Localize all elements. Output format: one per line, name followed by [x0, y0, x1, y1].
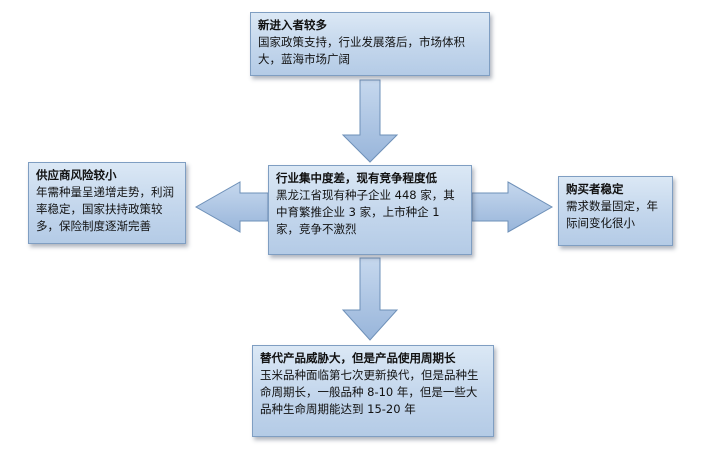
new-entrants-box: 新进入者较多 国家政策支持，行业发展落后，市场体积大，蓝海市场广阔 [250, 12, 490, 76]
supplier-box: 供应商风险较小 年需种量呈递增走势，利润率稳定，国家扶持政策较多，保险制度逐渐完… [28, 162, 186, 244]
substitute-title: 替代产品威胁大，但是产品使用周期长 [260, 351, 456, 365]
arrow-down-to-center [341, 79, 399, 163]
substitute-body: 玉米品种面临第七次更新换代，但是品种生命周期长，一般品种 8-10 年，但是一些… [260, 368, 479, 416]
new-entrants-body: 国家政策支持，行业发展落后，市场体积大，蓝海市场广阔 [258, 35, 465, 66]
industry-box: 行业集中度差，现有竞争程度低 黑龙江省现有种子企业 448 家，其中育繁推企业 … [268, 165, 472, 255]
buyer-box: 购买者稳定 需求数量固定，年际间变化很小 [558, 176, 673, 246]
arrow-left-to-supplier [194, 181, 269, 233]
new-entrants-title: 新进入者较多 [258, 18, 327, 32]
buyer-title: 购买者稳定 [566, 182, 624, 196]
arrow-down-to-substitute [341, 257, 399, 341]
substitute-box: 替代产品威胁大，但是产品使用周期长 玉米品种面临第七次更新换代，但是品种生命周期… [252, 345, 494, 437]
supplier-body: 年需种量呈递增走势，利润率稳定，国家扶持政策较多，保险制度逐渐完善 [36, 185, 174, 233]
supplier-title: 供应商风险较小 [36, 168, 117, 182]
buyer-body: 需求数量固定，年际间变化很小 [566, 199, 658, 230]
arrow-right-to-buyer [471, 181, 554, 233]
industry-body: 黑龙江省现有种子企业 448 家，其中育繁推企业 3 家，上市种企 1 家，竞争… [276, 188, 455, 236]
industry-title: 行业集中度差，现有竞争程度低 [276, 171, 437, 185]
